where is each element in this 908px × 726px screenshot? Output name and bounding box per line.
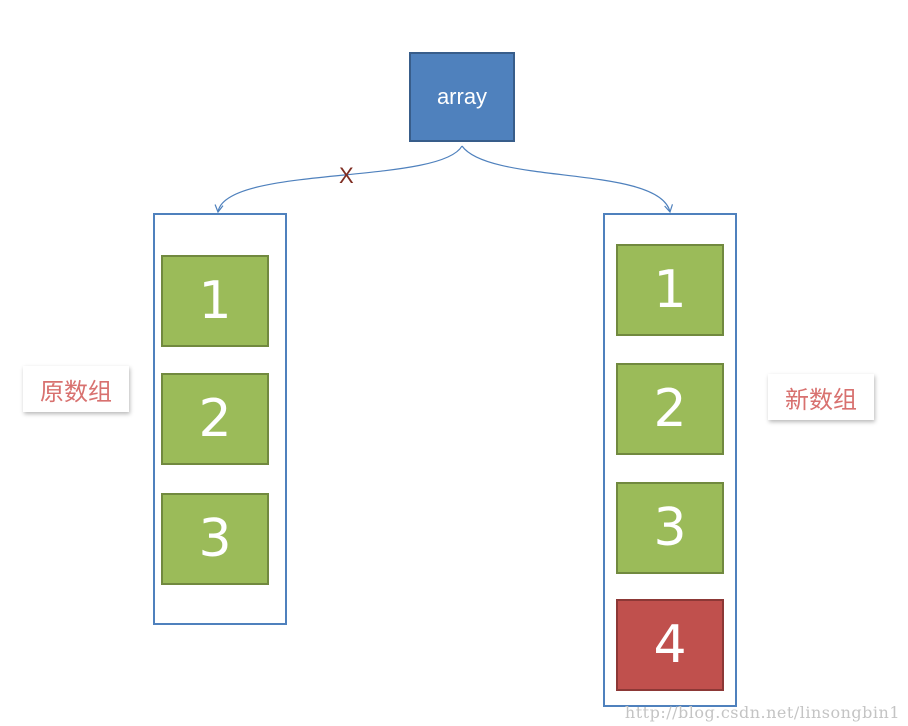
new-array-cell: 1 bbox=[616, 244, 724, 336]
original-array-label-text: 原数组 bbox=[40, 377, 112, 406]
cell-value: 1 bbox=[198, 271, 232, 331]
cell-value: 1 bbox=[653, 260, 687, 320]
cell-value: 3 bbox=[198, 509, 232, 569]
original-array-cell: 3 bbox=[161, 493, 269, 585]
cell-value: 3 bbox=[653, 498, 687, 558]
original-array-label: 原数组 bbox=[23, 366, 129, 412]
new-array-label-text: 新数组 bbox=[785, 385, 857, 414]
cell-value: 4 bbox=[653, 615, 687, 675]
new-array-cell: 2 bbox=[616, 363, 724, 455]
watermark: http://blog.csdn.net/linsongbin1 bbox=[624, 703, 900, 722]
array-node: array bbox=[409, 52, 515, 142]
new-array-label: 新数组 bbox=[768, 374, 874, 420]
arrow-to-original bbox=[214, 145, 463, 214]
new-array-added-cell: 4 bbox=[616, 599, 724, 691]
arrow-to-new bbox=[461, 145, 674, 214]
cell-value: 2 bbox=[653, 379, 687, 439]
rejected-link-mark: X bbox=[339, 163, 354, 188]
cell-value: 2 bbox=[198, 389, 232, 449]
original-array-cell: 1 bbox=[161, 255, 269, 347]
original-array-cell: 2 bbox=[161, 373, 269, 465]
array-node-label: array bbox=[436, 84, 488, 109]
new-array-cell: 3 bbox=[616, 482, 724, 574]
